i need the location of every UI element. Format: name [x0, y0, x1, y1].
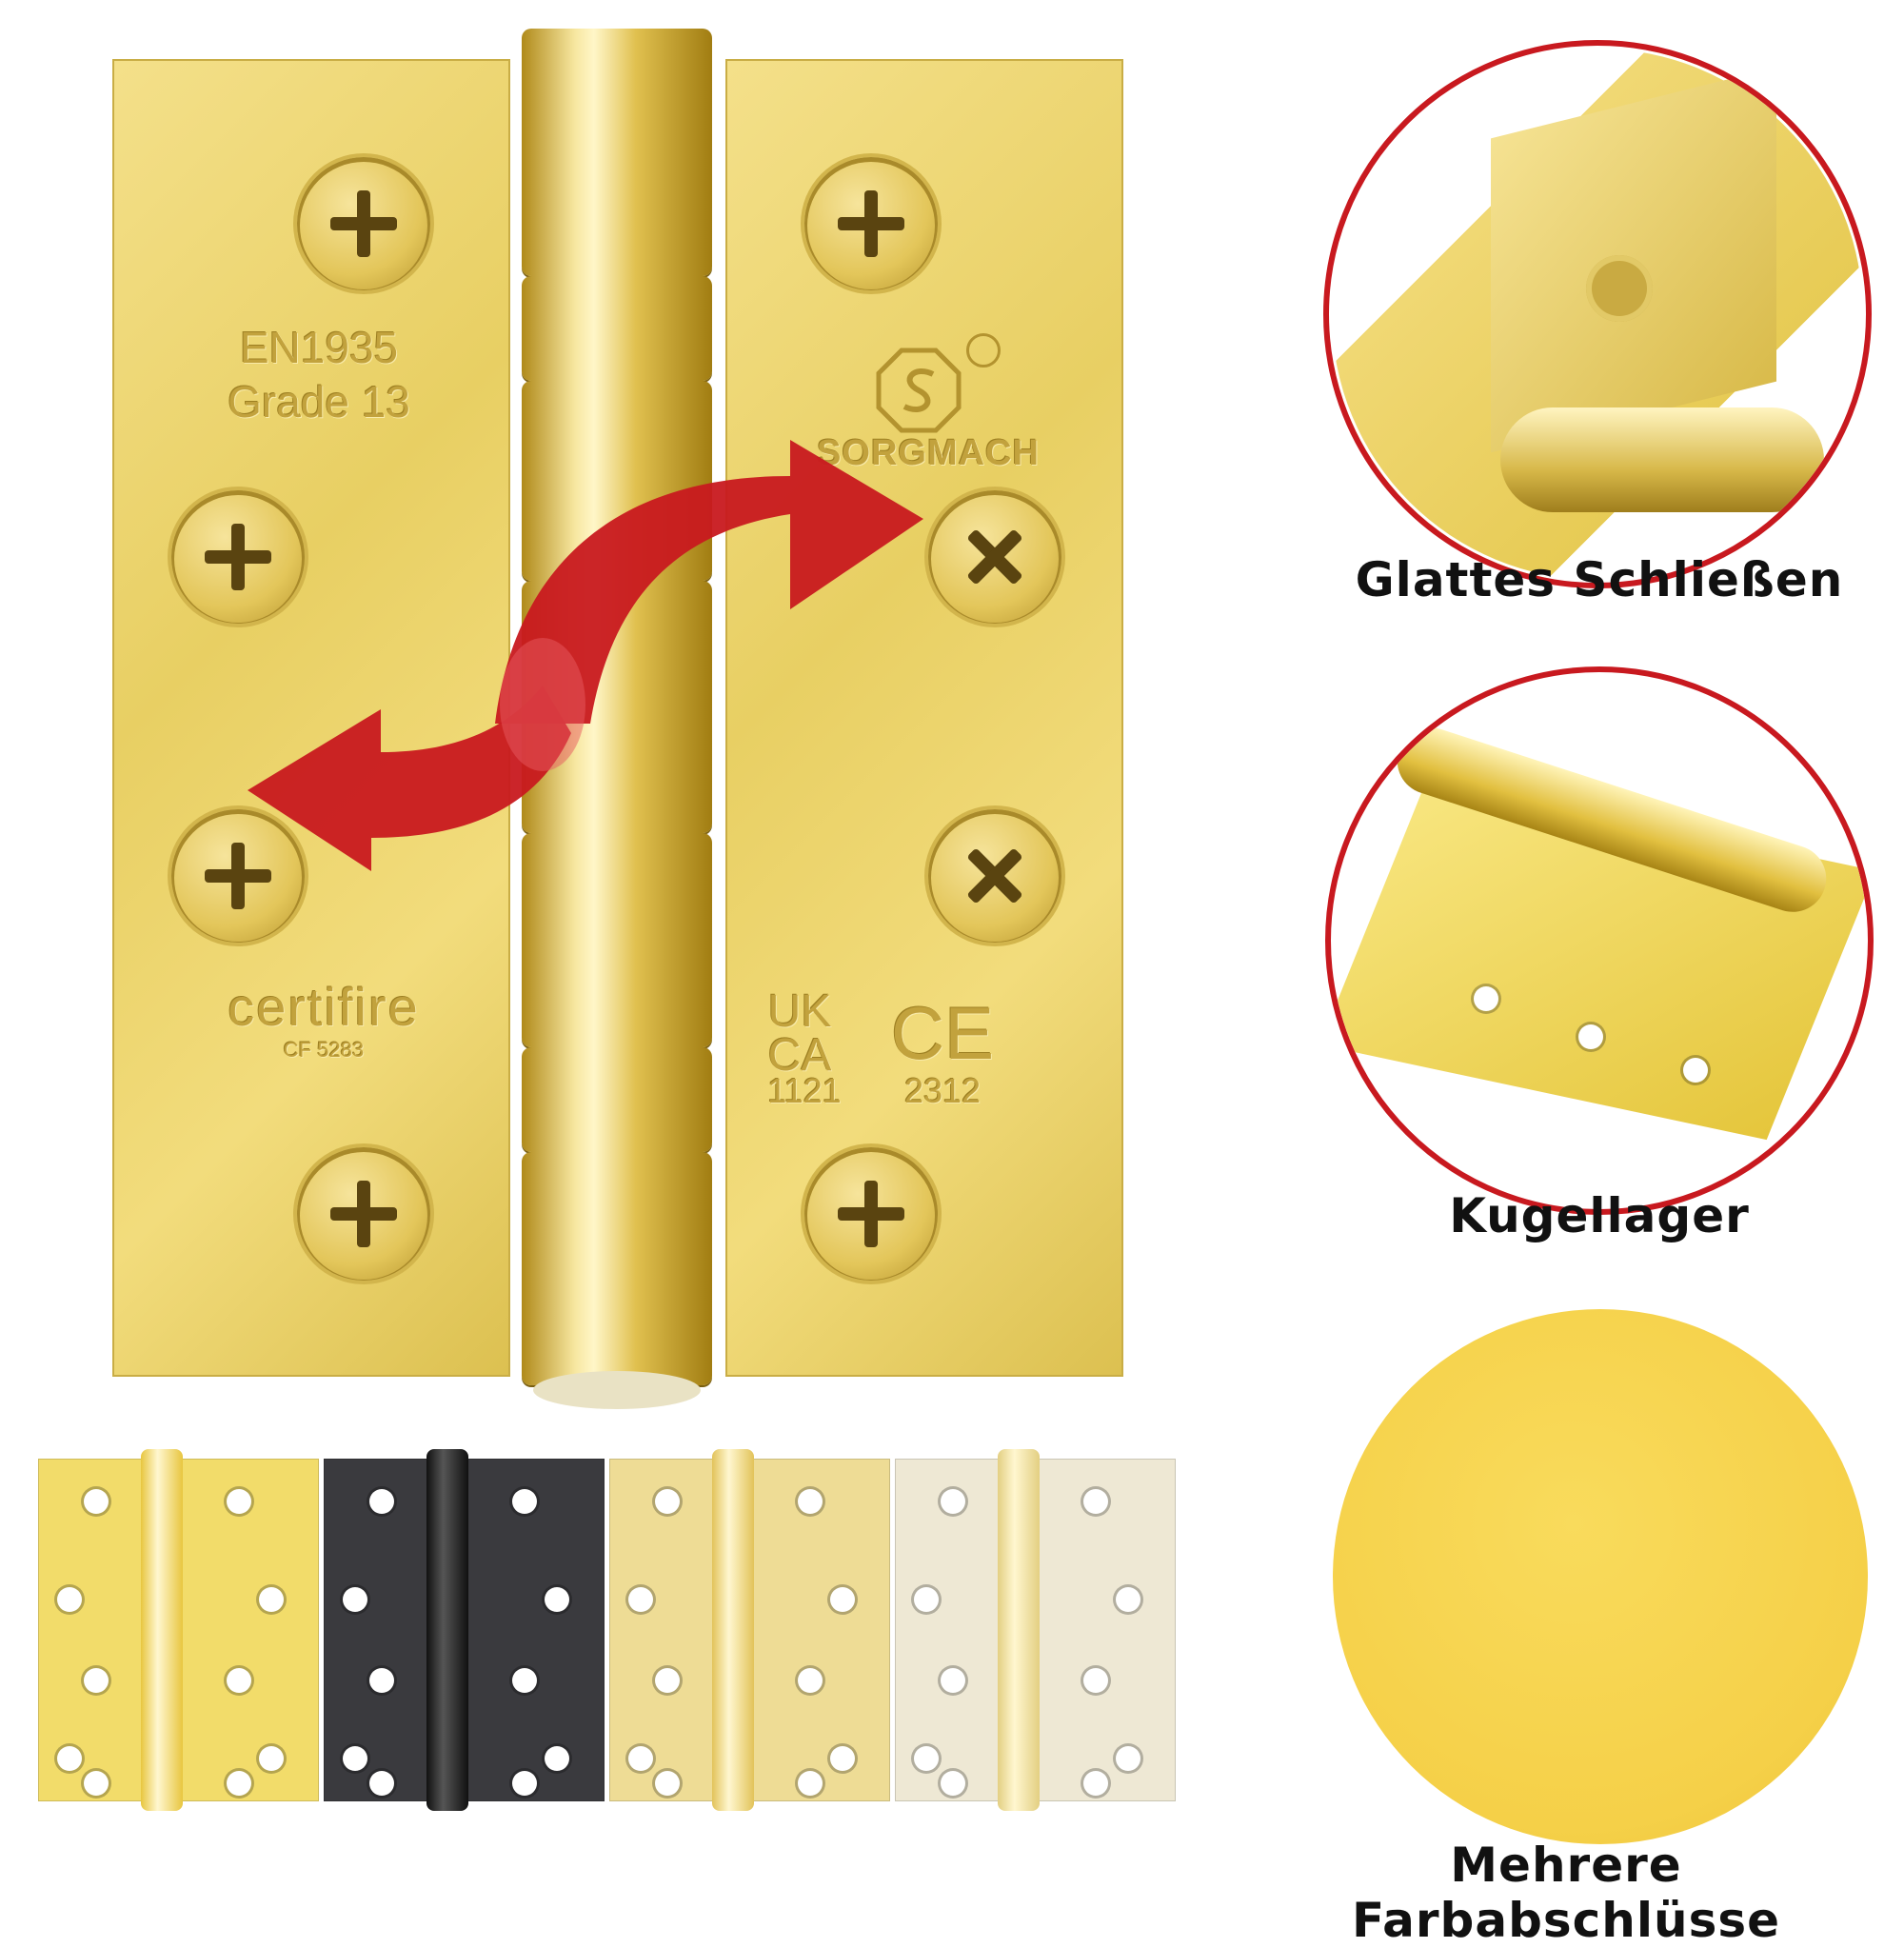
thumb-right-leaf	[1036, 1459, 1176, 1801]
thumb-right-leaf	[179, 1459, 319, 1801]
thumb-left-leaf	[324, 1459, 430, 1801]
feature-circle-smooth-closing	[1323, 40, 1872, 588]
thumb-right-leaf	[750, 1459, 890, 1801]
screw-hole-icon	[227, 1771, 251, 1796]
screw-hole-icon	[798, 1771, 823, 1796]
finish-thumbnail-satin-nickel	[895, 1449, 1176, 1811]
screw-hole-icon	[628, 1746, 653, 1771]
screw-hole-icon	[1474, 986, 1498, 1011]
engraving-certifire: certifire	[228, 977, 420, 1037]
engraving-grade: Grade 13	[228, 377, 410, 427]
screw-icon	[804, 157, 938, 290]
screw-hole-icon	[512, 1771, 537, 1796]
screw-hole-icon	[628, 1587, 653, 1612]
engraving-number-1: 1121	[767, 1071, 842, 1110]
caption-ball-bearing: Kugellager	[1449, 1188, 1750, 1243]
screw-hole-icon	[227, 1489, 251, 1514]
screw-hole-icon	[545, 1587, 569, 1612]
screw-hole-icon	[1083, 1771, 1108, 1796]
screw-hole-icon	[84, 1771, 109, 1796]
screw-hole-icon	[57, 1746, 82, 1771]
thumb-knuckle	[426, 1449, 468, 1811]
screw-hole-icon	[830, 1587, 855, 1612]
hinge-knuckle	[522, 1152, 712, 1385]
main-hinge: EN1935 Grade 13 certifire CF 5283 SORGMA…	[0, 0, 1142, 1428]
finish-thumbnail-matt-black	[324, 1449, 605, 1811]
screw-hole-icon	[343, 1587, 367, 1612]
screw-hole-icon	[830, 1746, 855, 1771]
screw-icon	[171, 809, 305, 943]
feature-circle-ball-bearing	[1325, 666, 1874, 1215]
screw-hole-icon	[512, 1668, 537, 1693]
hinge-knuckle	[522, 833, 712, 1047]
screw-hole-icon	[1116, 1746, 1140, 1771]
screw-hole-icon	[1586, 255, 1653, 322]
screw-hole-icon	[941, 1771, 965, 1796]
hinge-left-leaf	[112, 59, 510, 1377]
thumb-left-leaf	[895, 1459, 1002, 1801]
hinge-pin-cap	[533, 1371, 701, 1409]
thumb-knuckle	[141, 1449, 183, 1811]
screw-hole-icon	[655, 1668, 680, 1693]
screw-hole-icon	[914, 1587, 939, 1612]
screw-hole-icon	[941, 1668, 965, 1693]
thumb-left-leaf	[38, 1459, 145, 1801]
screw-hole-icon	[259, 1587, 284, 1612]
hinge-right-leaf	[725, 59, 1123, 1377]
screw-hole-icon	[1578, 1024, 1603, 1049]
engraving-ce: CE	[890, 991, 995, 1075]
screw-hole-icon	[259, 1746, 284, 1771]
screw-hole-icon	[369, 1489, 394, 1514]
screw-hole-icon	[1083, 1489, 1108, 1514]
swing-arrow-icon	[248, 440, 923, 871]
hinge-knuckle	[522, 29, 712, 276]
screw-hole-icon	[227, 1668, 251, 1693]
screw-icon	[928, 490, 1061, 624]
hinge-knuckle	[522, 1047, 712, 1152]
screw-hole-icon	[1083, 1668, 1108, 1693]
screw-hole-icon	[369, 1771, 394, 1796]
engraving-standard: EN1935	[239, 323, 399, 372]
screw-icon	[171, 490, 305, 624]
thumb-left-leaf	[609, 1459, 716, 1801]
screw-hole-icon	[941, 1489, 965, 1514]
screw-hole-icon	[57, 1587, 82, 1612]
engraving-ukca: UK CA	[767, 986, 832, 1081]
sorgmach-logo-icon	[876, 348, 962, 433]
engraving-cf-code: CF 5283	[283, 1038, 365, 1062]
screw-hole-icon	[655, 1489, 680, 1514]
screw-hole-icon	[1683, 1058, 1708, 1083]
screw-hole-icon	[545, 1746, 569, 1771]
screw-hole-icon	[369, 1668, 394, 1693]
screw-icon	[297, 1147, 430, 1281]
caption-smooth-closing: Glattes Schließen	[1355, 552, 1844, 607]
registered-icon	[966, 333, 1001, 368]
screw-icon	[928, 809, 1061, 943]
screw-hole-icon	[84, 1489, 109, 1514]
screw-icon	[297, 157, 430, 290]
screw-hole-icon	[1116, 1587, 1140, 1612]
thumb-knuckle	[712, 1449, 754, 1811]
finish-thumbnail-satin-brass	[609, 1449, 890, 1811]
feature-circle-color-swatch	[1333, 1309, 1868, 1844]
screw-hole-icon	[798, 1668, 823, 1693]
screw-icon	[804, 1147, 938, 1281]
screw-hole-icon	[84, 1668, 109, 1693]
thumb-knuckle	[998, 1449, 1040, 1811]
screw-hole-icon	[798, 1489, 823, 1514]
finish-thumbnail-polished-brass	[38, 1449, 319, 1811]
engraving-number-2: 2312	[903, 1071, 982, 1110]
screw-hole-icon	[343, 1746, 367, 1771]
hinge-knuckle	[522, 276, 712, 381]
caption-multiple-finishes: Mehrere Farbabschlüsse	[1351, 1838, 1781, 1948]
screw-hole-icon	[512, 1489, 537, 1514]
thumb-right-leaf	[465, 1459, 605, 1801]
hinge-closeup-knuckle	[1500, 407, 1824, 512]
engraving-brand: SORGMACH	[817, 433, 1040, 473]
screw-hole-icon	[914, 1746, 939, 1771]
screw-hole-icon	[655, 1771, 680, 1796]
